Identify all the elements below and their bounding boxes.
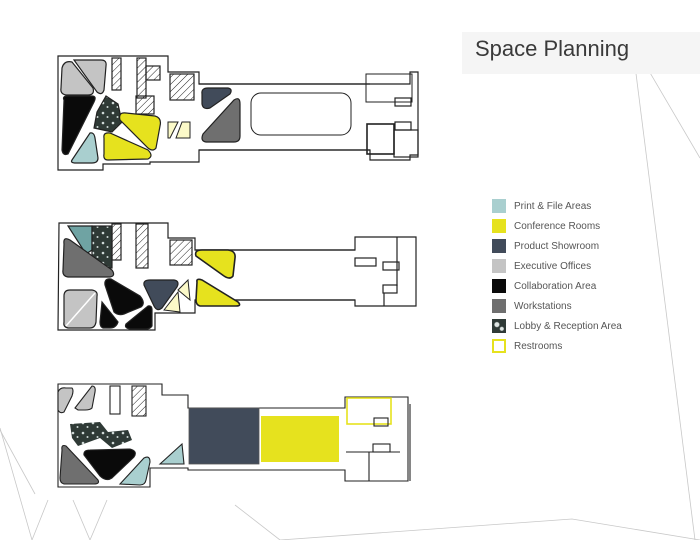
swatch-print-file-icon xyxy=(492,199,506,213)
legend-label: Executive Offices xyxy=(514,260,592,272)
legend-label: Product Showroom xyxy=(514,240,600,252)
decorative-lines xyxy=(0,41,700,540)
swatch-lobby-icon xyxy=(492,319,506,333)
legend-label: Workstations xyxy=(514,300,572,312)
legend-item-restrooms: Restrooms xyxy=(492,336,622,356)
swatch-showroom-icon xyxy=(492,239,506,253)
legend-item-lobby: Lobby & Reception Area xyxy=(492,316,622,336)
legend: Print & File Areas Conference Rooms Prod… xyxy=(492,196,622,356)
page-title: Space Planning xyxy=(475,36,630,61)
swatch-workstations-icon xyxy=(492,299,506,313)
swatch-collaboration-icon xyxy=(492,279,506,293)
floor-plan-option-1 xyxy=(57,55,419,171)
swatch-restrooms-icon xyxy=(492,339,506,353)
legend-label: Print & File Areas xyxy=(514,200,592,212)
swatch-executive-icon xyxy=(492,259,506,273)
title-banner: Space Planning xyxy=(462,32,700,74)
legend-item-collaboration: Collaboration Area xyxy=(492,276,622,296)
floor-plan-option-3 xyxy=(57,383,411,488)
swatch-conference-icon xyxy=(492,219,506,233)
floor-plan-option-2 xyxy=(57,222,417,331)
legend-item-showroom: Product Showroom xyxy=(492,236,622,256)
legend-item-workstations: Workstations xyxy=(492,296,622,316)
legend-item-print-file: Print & File Areas xyxy=(492,196,622,216)
legend-label: Restrooms xyxy=(514,340,563,352)
legend-item-executive: Executive Offices xyxy=(492,256,622,276)
legend-label: Lobby & Reception Area xyxy=(514,320,622,332)
legend-label: Conference Rooms xyxy=(514,220,601,232)
legend-item-conference: Conference Rooms xyxy=(492,216,622,236)
legend-label: Collaboration Area xyxy=(514,280,597,292)
